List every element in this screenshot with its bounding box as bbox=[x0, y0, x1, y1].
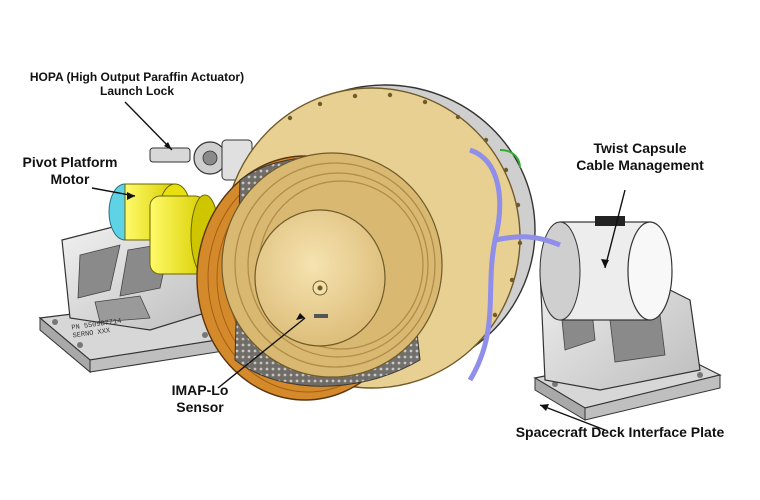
leader-imap-lo bbox=[217, 317, 306, 389]
label-pivot-motor-line1: Pivot Platform bbox=[22, 154, 118, 170]
twist-capsule bbox=[539, 216, 673, 321]
hopa-launch-lock bbox=[149, 139, 253, 181]
label-pivot-motor: Pivot Platform Motor bbox=[10, 154, 130, 188]
leader-deck-plate bbox=[539, 404, 606, 431]
cable-harness bbox=[467, 147, 561, 382]
label-hopa: HOPA (High Output Paraffin Actuator) Lau… bbox=[22, 70, 252, 99]
label-imap-lo: IMAP-Lo Sensor bbox=[155, 382, 245, 416]
imap-lo-sensor bbox=[221, 152, 443, 378]
label-hopa-line2: Launch Lock bbox=[99, 84, 174, 99]
label-twist-capsule-line2: Cable Management bbox=[576, 156, 704, 173]
leader-hopa bbox=[124, 101, 173, 151]
label-hopa-line1: HOPA (High Output Paraffin Actuator) bbox=[29, 70, 245, 84]
leader-lines bbox=[91, 101, 626, 431]
leader-arrowheads bbox=[127, 142, 609, 411]
label-imap-lo-line1: IMAP-Lo bbox=[171, 382, 229, 398]
label-imap-lo-line2: Sensor bbox=[176, 398, 224, 415]
label-deck-plate: Spacecraft Deck Interface Plate bbox=[515, 424, 725, 440]
label-pivot-motor-line2: Motor bbox=[50, 170, 90, 187]
label-twist-capsule-line1: Twist Capsule bbox=[593, 140, 687, 156]
left-bracket bbox=[61, 219, 216, 331]
label-twist-capsule: Twist Capsule Cable Management bbox=[560, 140, 720, 174]
leader-twist-capsule bbox=[604, 189, 626, 269]
